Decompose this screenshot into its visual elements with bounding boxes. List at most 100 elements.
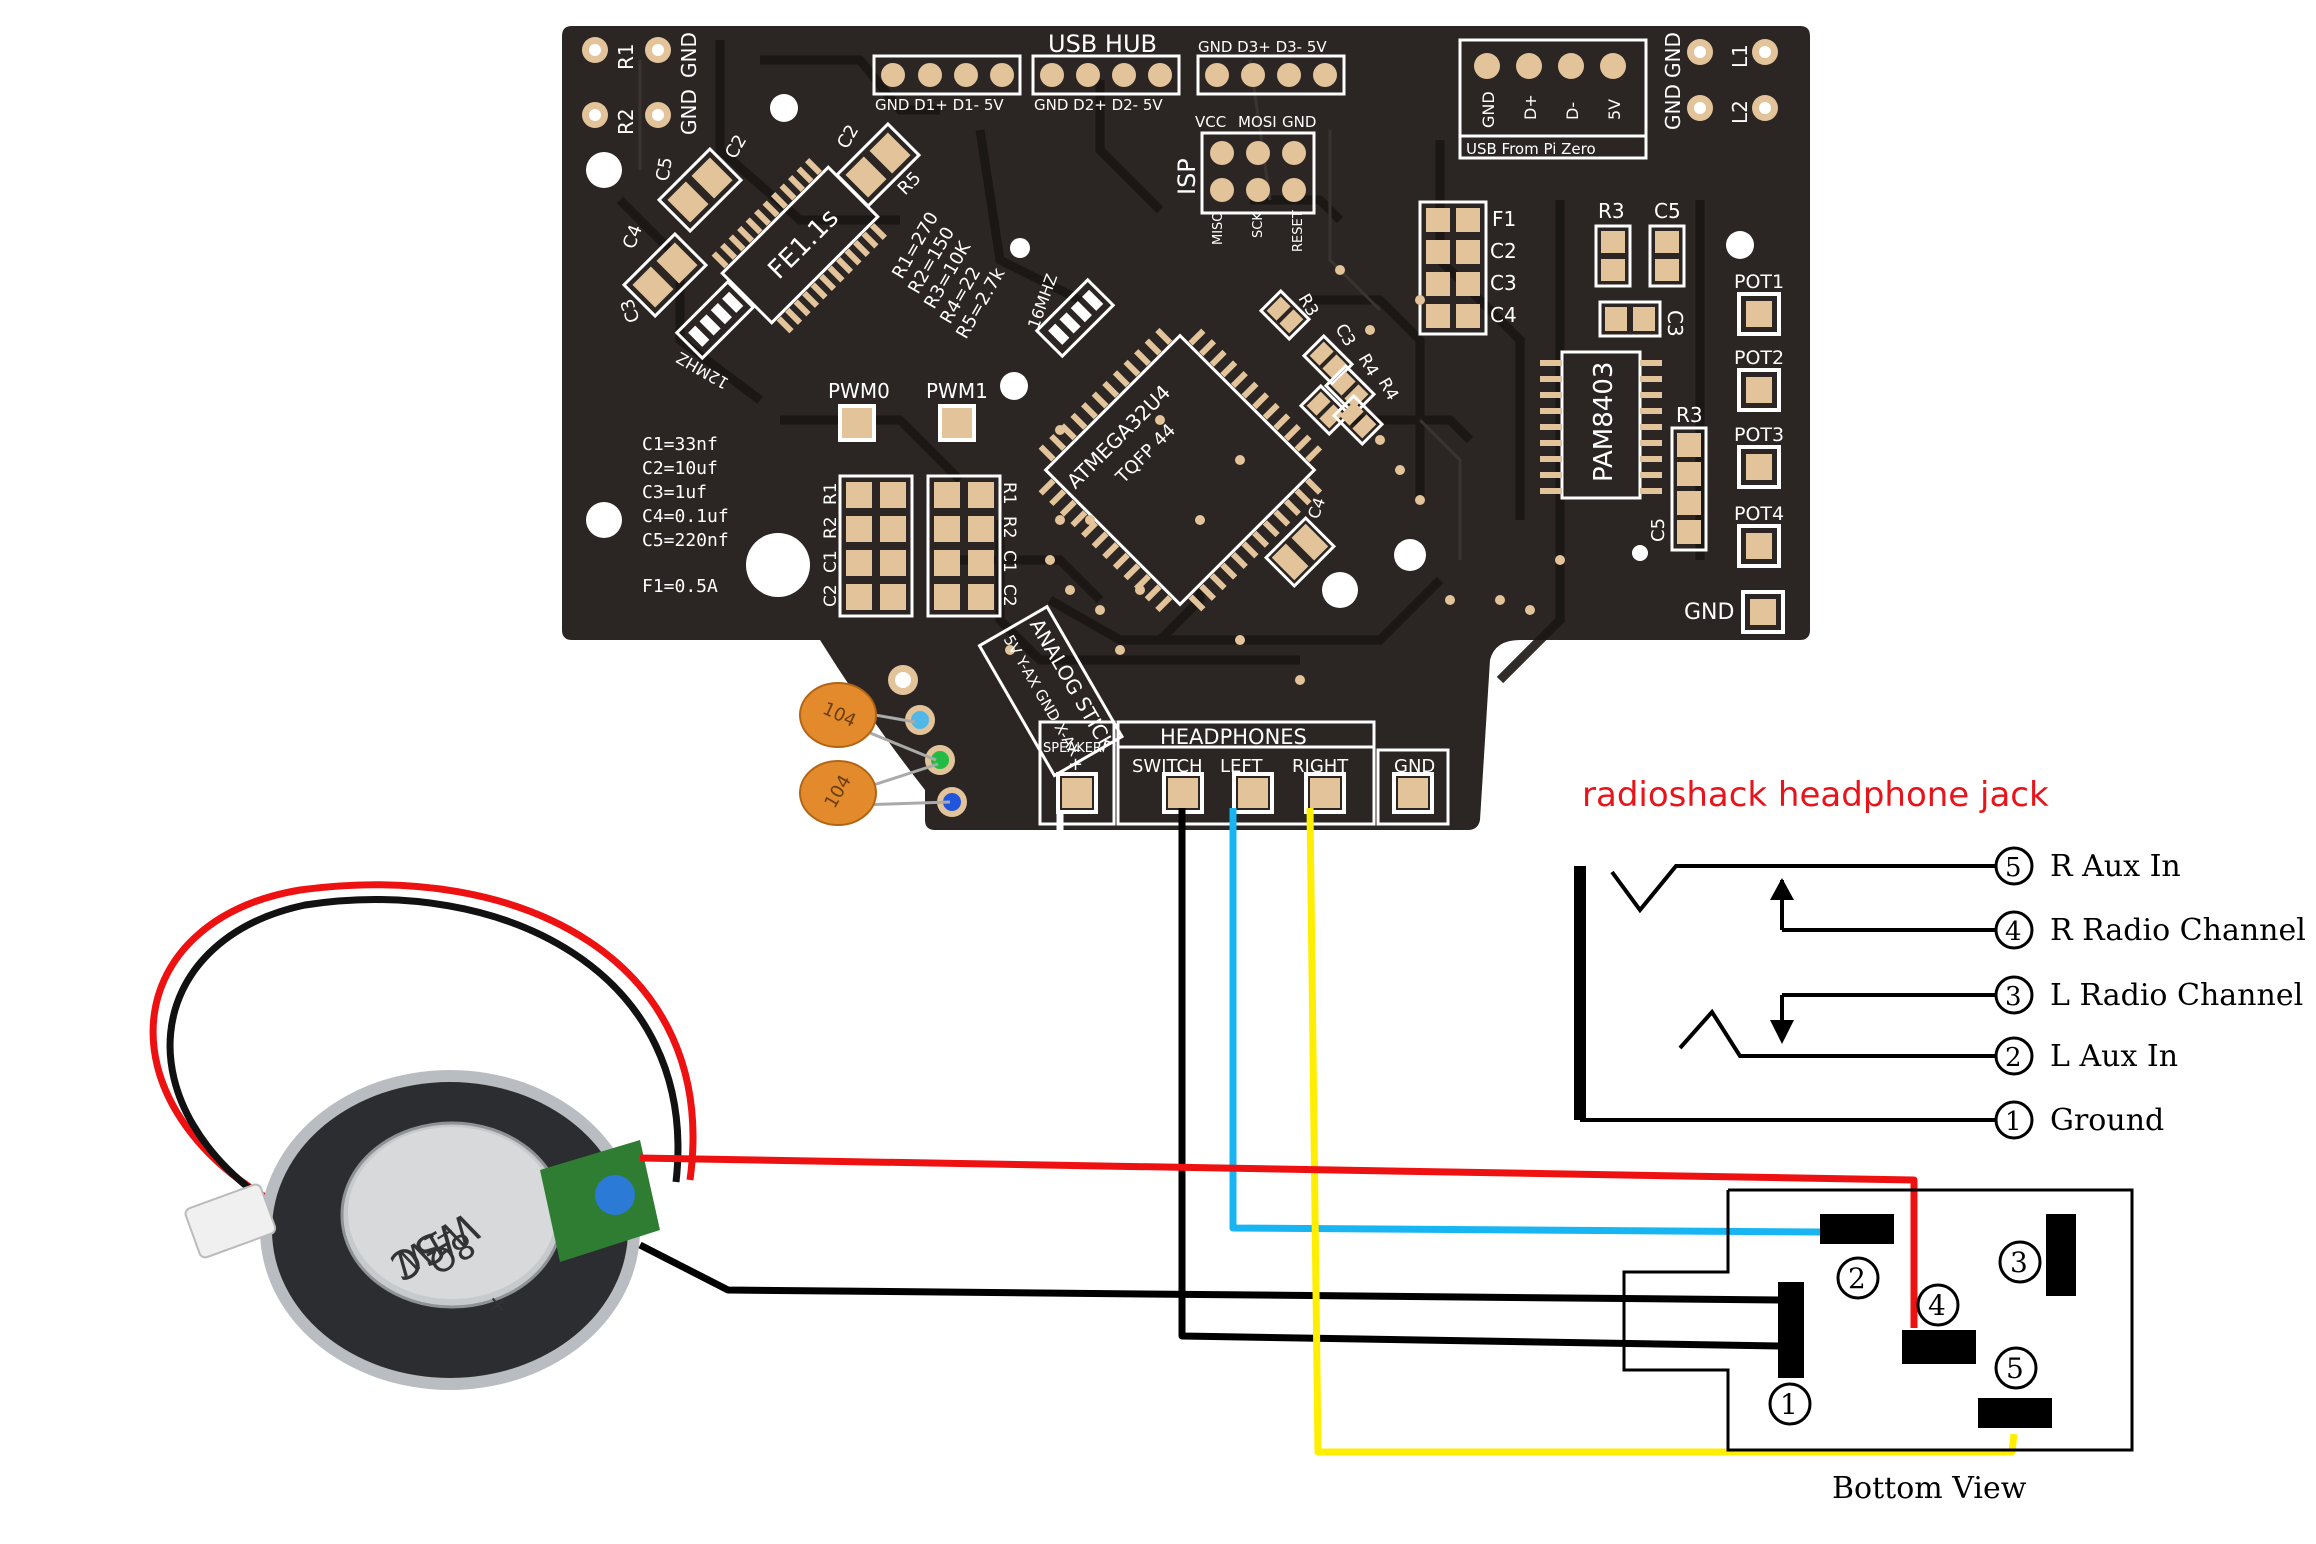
jack-pin-1-label: Ground [2050,1103,2164,1138]
jack-bv-pin-3 [2046,1214,2076,1296]
jack-bv-num-4: 4 [1928,1289,1946,1322]
gnd-pad-label: GND [1684,600,1734,625]
mcu-c4 [1263,515,1337,589]
jack-pin-4-num: 4 [2005,917,2022,947]
jack-pin-2-label: L Aux In [2050,1039,2178,1074]
pwm0-label: PWM0 [828,379,890,403]
left-label: LEFT [1220,756,1263,777]
label-gnd-left-1: GND [677,32,701,78]
jack-pin-3: 3 L Radio Channel [1994,975,2303,1015]
jack-pin-5-label: R Aux In [2050,849,2181,884]
label-r3-amp: R3 [1598,199,1625,223]
jack-pin-1-num: 1 [2005,1107,2022,1137]
jack-pin-5: 5 R Aux In [1994,846,2181,886]
right-header: GND L1 GND L2 [1661,32,1778,130]
jack-pin-3-label: L Radio Channel [2050,978,2303,1013]
arr-right-c1: C1 [999,550,1019,573]
jack-title: radioshack headphone jack [1582,775,2049,815]
cv-3: C4=0.1uf [642,506,729,527]
cv-0: C1=33nf [642,434,718,455]
arr-left-r2: R2 [821,516,841,539]
cv-2: C3=1uf [642,482,707,503]
usb-hub-headers: USB HUB GND D1+ D1- 5V GND D2+ D2- 5V GN… [872,30,1346,114]
isp-mosi: MOSI [1238,113,1277,131]
speaker-label: SPEAKER [1043,741,1102,756]
jack-bv-pin-2 [1820,1214,1894,1244]
jack-bv-pin-1 [1778,1282,1804,1378]
pi-pin-5v: 5V [1605,99,1624,120]
ceramic-capacitors: 104 104 [799,682,951,826]
jack-pin-3-num: 3 [2005,982,2022,1012]
switch-label: SWITCH [1132,756,1203,777]
pwm1-label: PWM1 [926,379,988,403]
left-header: R1 GND R2 GND [582,32,701,135]
cv-5: F1=0.5A [642,576,718,597]
usb-mid-pins: GND D2+ D2- 5V [1034,96,1163,114]
label-l1: L1 [1728,44,1752,68]
pi-pin-dplus: D+ [1521,94,1540,120]
arr-left-r1: R1 [821,482,841,505]
pwm-pads: PWM0 PWM1 [828,379,988,442]
jack-pin-4-label: R Radio Channel [2050,913,2306,948]
jack-pin-1: 1 Ground [1994,1100,2164,1140]
pam8403-chip: PAM8403 [1540,350,1662,500]
isp-title: ISP [1173,158,1201,195]
fuse-block: F1 C2 C3 C4 [1418,200,1517,336]
label-c5-fe: C5 [652,156,677,183]
label-c5-pam: C5 [1648,518,1669,542]
headphones-title: HEADPHONES [1160,725,1307,749]
pot4-label: POT4 [1734,503,1784,525]
label-l2: L2 [1728,100,1752,124]
jack-bv-num-3: 3 [2010,1246,2028,1279]
jack-bv-pin-5 [1978,1398,2052,1428]
label-c4-f: C4 [1490,303,1517,327]
label-c3-amp: C3 [1663,310,1687,337]
pam-right-passives: R3 C5 [1648,403,1708,552]
isp-vcc: VCC [1195,113,1226,131]
pi-pin-gnd: GND [1479,91,1498,128]
arr-left-c1: C1 [821,550,841,573]
jack-bottom-view-label: Bottom View [1832,1471,2027,1506]
label-gnd-left-2: GND [677,89,701,135]
speaker-plus: + [1068,754,1083,775]
passive-arrays: R1 R2 C1 C2 R1 R2 C1 C2 [821,474,1019,618]
label-r1: R1 [614,43,638,70]
isp-gnd: GND [1282,113,1316,131]
arr-right-r2: R2 [999,516,1019,539]
cap-values: C1=33nf C2=10uf C3=1uf C4=0.1uf C5=220nf… [642,434,729,597]
jack-pin-4: 4 R Radio Channel [1994,910,2306,950]
label-r3-pam: R3 [1676,403,1703,427]
pot2-label: POT2 [1734,347,1784,369]
isp-miso: MISO [1211,211,1226,245]
pam-label: PAM8403 [1589,362,1619,482]
jack-pin-2: 2 L Aux In [1994,1036,2178,1076]
jack-pin-5-num: 5 [2005,853,2022,883]
label-c3-f: C3 [1490,271,1517,295]
isp-sck: SCK [1251,212,1266,238]
label-c5-amp: C5 [1654,199,1681,223]
arr-right-r1: R1 [999,482,1019,505]
pi-zero-usb: GND D+ D- 5V USB From Pi Zero [1458,38,1648,160]
arr-right-c2: C2 [999,584,1019,607]
label-gnd-right-2: GND [1661,84,1685,130]
arr-left-c2: C2 [821,584,841,607]
amp-passives: R3 C5 C3 [1594,199,1687,338]
pot1-label: POT1 [1734,271,1784,293]
usb-right-pins: GND D3+ D3- 5V [1198,38,1327,56]
cv-4: C5=220nf [642,530,729,551]
isp-header: VCC MOSI GND ISP MISO SCK RESET [1173,113,1316,252]
atmega-chip: ATMEGA32U4 TQFP 44 [1038,327,1323,613]
pi-pin-dminus: D- [1563,102,1582,120]
label-f1: F1 [1492,207,1516,231]
jack-bv-num-5: 5 [2006,1352,2024,1385]
pot-pads: POT1 POT2 POT3 POT4 GND [1684,271,1785,634]
headphones-connector: SPEAKER + HEADPHONES SWITCH LEFT RIGHT G… [1038,720,1450,826]
speaker: + 8Ω WSC 1W − [149,881,697,1390]
pot3-label: POT3 [1734,424,1784,446]
label-gnd-right-1: GND [1661,32,1685,78]
wires [638,807,2018,1456]
jack-bv-pin-4 [1902,1330,1976,1364]
label-r2: R2 [614,108,638,135]
jack-bv-num-1: 1 [1780,1388,1798,1421]
